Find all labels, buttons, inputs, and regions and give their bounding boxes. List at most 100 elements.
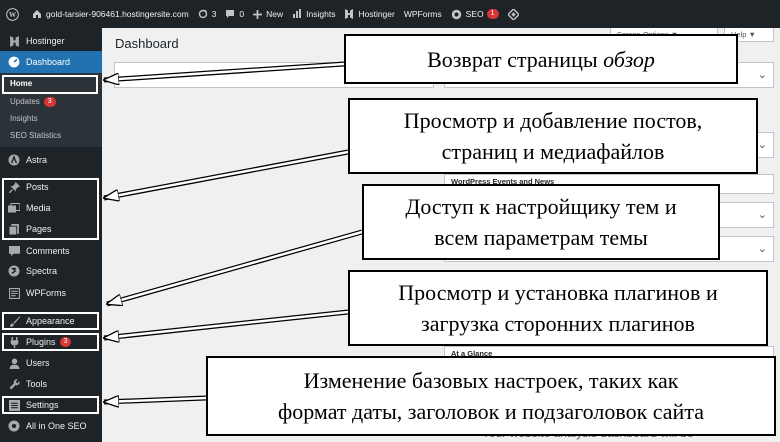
sidebar-item-label: All in One SEO xyxy=(26,421,87,431)
sidebar-item-settings[interactable]: Settings xyxy=(0,395,102,415)
plugins-badge: 3 xyxy=(59,337,72,347)
sidebar-item-wpforms[interactable]: WPForms xyxy=(0,283,102,303)
sidebar-item-spectra[interactable]: Spectra xyxy=(0,261,102,281)
sidebar-item-pages[interactable]: Pages xyxy=(0,219,102,239)
sidebar-item-label: Tools xyxy=(26,379,48,389)
media-library-icon xyxy=(8,202,20,214)
plug-icon xyxy=(8,336,20,348)
comments-link[interactable]: 0 xyxy=(225,9,244,19)
wpforms-label: WPForms xyxy=(403,9,442,19)
insights-label: Insights xyxy=(306,9,336,19)
spectra-logo-icon xyxy=(8,265,20,277)
hostinger-link[interactable]: Hostinger xyxy=(344,9,395,19)
updates-link[interactable]: 3 xyxy=(198,9,217,19)
callout-overview-return: Возврат страницы обзор xyxy=(344,34,738,84)
new-content-link[interactable]: New xyxy=(253,9,283,19)
sidebar-item-label: Astra xyxy=(26,155,48,165)
callout-text: Возврат страницы обзор xyxy=(427,44,655,75)
callout-line-2: загрузка сторонних плагинов xyxy=(421,311,695,336)
callout-line-1: Просмотр и установка плагинов и xyxy=(398,280,718,305)
pushpin-icon xyxy=(8,181,20,193)
highlight-appearance xyxy=(2,312,99,330)
comment-icon xyxy=(226,10,235,18)
callout-line-2: всем параметрам темы xyxy=(434,225,648,250)
sidebar-item-posts[interactable]: Posts xyxy=(0,177,102,197)
callout-posts-pages-media: Просмотр и добавление постов, страниц и … xyxy=(348,98,758,174)
highlight-posts-media-pages xyxy=(2,178,99,240)
submenu-item-label: Updates xyxy=(10,97,40,106)
sidebar-item-astra[interactable]: Astra xyxy=(0,150,102,170)
chevron-down-icon[interactable]: ⌄ xyxy=(757,243,767,255)
sidebar-item-hostinger[interactable]: Hostinger xyxy=(0,31,102,51)
sidebar-item-label: Dashboard xyxy=(26,57,71,67)
page-title: Dashboard xyxy=(115,36,179,51)
chevron-down-icon[interactable]: ⌄ xyxy=(757,69,767,81)
insights-link[interactable]: Insights xyxy=(292,9,335,19)
highlight-home xyxy=(2,75,98,94)
seo-link[interactable]: SEO 1 xyxy=(451,9,499,20)
callout-theme-customizer: Доступ к настройщику тем и всем параметр… xyxy=(362,184,720,260)
comment-icon xyxy=(8,245,20,257)
updates-badge: 3 xyxy=(43,96,56,107)
sidebar-item-label: Hostinger xyxy=(26,36,65,46)
submenu-item-seo-statistics[interactable]: SEO Statistics xyxy=(0,127,102,144)
sidebar-item-label: Posts xyxy=(26,182,49,192)
dashboard-gauge-icon xyxy=(8,56,20,68)
plus-icon xyxy=(253,9,263,19)
seo-notification-badge: 1 xyxy=(486,9,499,19)
chevron-down-icon[interactable]: ⌄ xyxy=(757,209,767,221)
sidebar-item-label: Media xyxy=(26,203,51,213)
submenu-item-home[interactable]: Home xyxy=(0,75,102,92)
sidebar-item-plugins[interactable]: Plugins 3 xyxy=(0,332,102,352)
admin-bar: W gold-tarsier-906461.hostingersite.com … xyxy=(0,0,780,28)
submenu-item-label: Insights xyxy=(10,114,38,123)
sidebar-item-all-in-one-seo[interactable]: All in One SEO xyxy=(0,416,102,436)
site-name: gold-tarsier-906461.hostingersite.com xyxy=(46,9,189,19)
chevron-down-icon[interactable]: ⌄ xyxy=(757,139,767,151)
astra-logo-icon xyxy=(8,154,20,166)
hostinger-logo-icon xyxy=(8,35,20,47)
sidebar-item-label: Appearance xyxy=(26,316,75,326)
submenu-item-label: Home xyxy=(10,79,33,88)
sidebar-item-comments[interactable]: Comments xyxy=(0,241,102,261)
highlight-plugins xyxy=(2,333,99,351)
paintbrush-icon xyxy=(8,315,20,327)
sidebar-item-label: Comments xyxy=(26,246,70,256)
comments-count: 0 xyxy=(239,9,245,19)
submenu-item-insights[interactable]: Insights xyxy=(0,110,102,127)
wrench-icon xyxy=(8,378,20,390)
callout-line-1: Доступ к настройщику тем и xyxy=(405,194,677,219)
sidebar-item-dashboard[interactable]: Dashboard xyxy=(0,51,102,73)
callout-plugins: Просмотр и установка плагинов и загрузка… xyxy=(348,270,768,346)
callout-line-1: Изменение базовых настроек, таких как xyxy=(303,368,679,393)
callout-text-main: Возврат страницы xyxy=(427,46,604,72)
diamond-plugin-icon[interactable] xyxy=(507,8,523,20)
hostinger-label: Hostinger xyxy=(358,9,395,19)
settings-sliders-icon xyxy=(8,399,20,411)
sidebar-item-tools[interactable]: Tools xyxy=(0,374,102,394)
site-name-link[interactable]: gold-tarsier-906461.hostingersite.com xyxy=(32,9,189,19)
wordpress-logo-icon[interactable]: W xyxy=(6,7,23,21)
sidebar-item-label: Plugins xyxy=(26,337,56,347)
bar-chart-icon xyxy=(293,9,302,18)
wpforms-link[interactable]: WPForms xyxy=(404,9,442,19)
updates-count: 3 xyxy=(211,9,217,19)
callout-line-1: Просмотр и добавление постов, xyxy=(403,108,703,133)
sidebar-item-label: Users xyxy=(26,358,50,368)
callout-text-italic: обзор xyxy=(603,46,655,72)
form-icon xyxy=(8,287,20,299)
sidebar-item-label: Settings xyxy=(26,400,59,410)
highlight-settings xyxy=(2,396,99,414)
callout-settings: Изменение базовых настроек, таких как фо… xyxy=(206,356,776,436)
seo-gear-icon xyxy=(451,9,461,19)
sidebar-item-media[interactable]: Media xyxy=(0,198,102,218)
new-label: New xyxy=(266,9,284,19)
submenu-item-label: SEO Statistics xyxy=(10,131,62,140)
callout-line-2: формат даты, заголовок и подзаголовок са… xyxy=(278,399,704,424)
sidebar-item-users[interactable]: Users xyxy=(0,353,102,373)
svg-text:W: W xyxy=(9,11,17,19)
seo-gear-icon xyxy=(8,420,20,432)
sidebar-item-appearance[interactable]: Appearance xyxy=(0,311,102,331)
